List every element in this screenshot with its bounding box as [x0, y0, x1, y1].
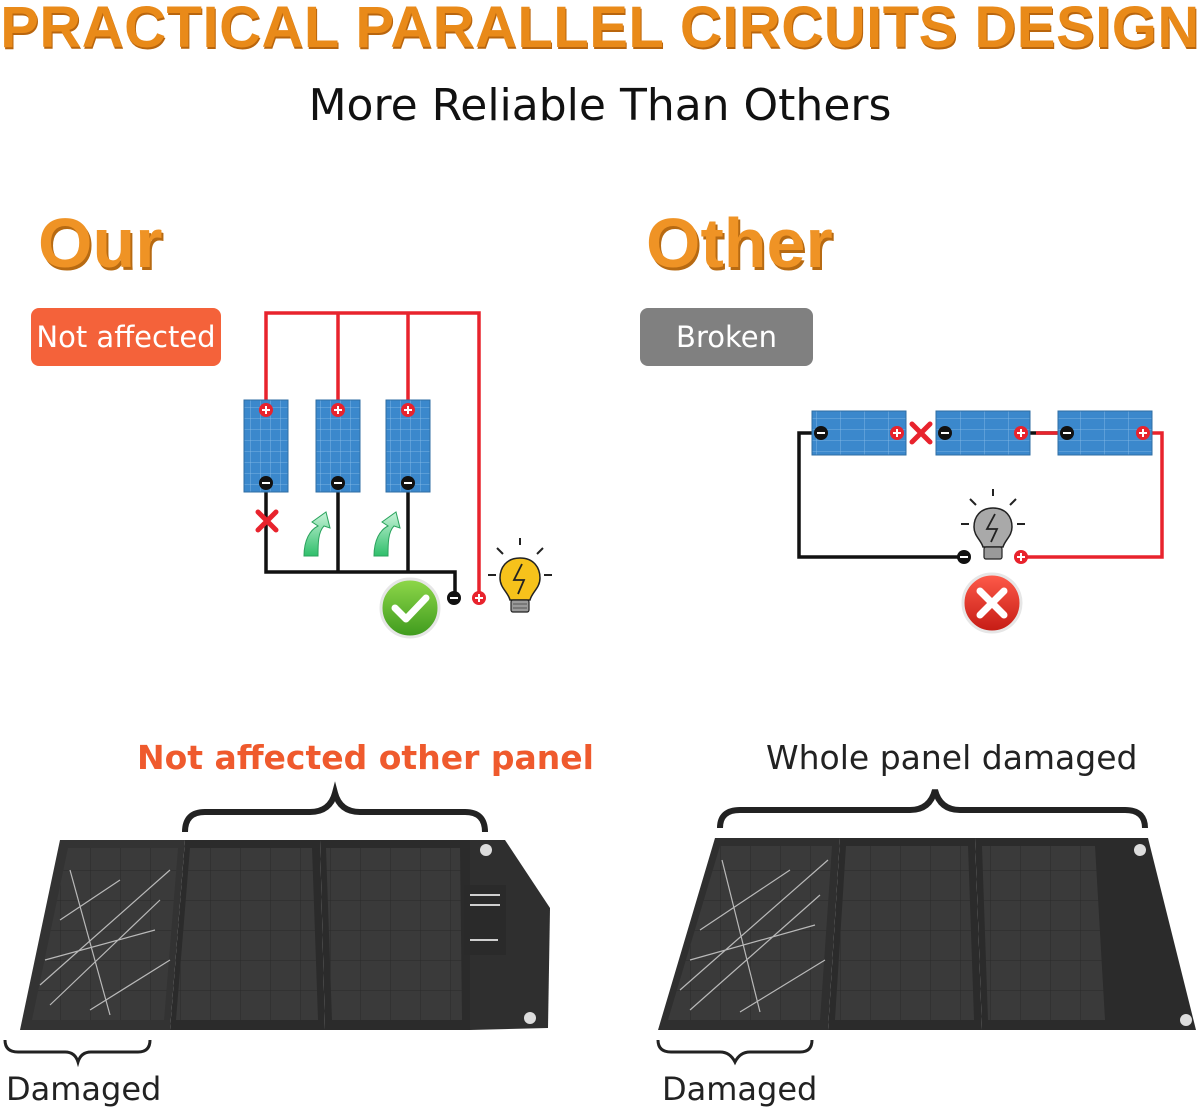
error-x-icon — [961, 572, 1023, 634]
damaged-label-right: Damaged — [662, 1070, 818, 1108]
right-panel-photo — [656, 789, 1196, 1066]
parallel-circuit — [243, 311, 552, 639]
terminal-positive-icon — [259, 403, 415, 417]
current-arrow-icon — [303, 511, 401, 557]
heading-our: Our — [38, 204, 163, 282]
caption-whole-damaged: Whole panel damaged — [766, 738, 1138, 777]
break-x-icon — [255, 509, 279, 533]
check-ok-icon — [379, 577, 441, 639]
badge-not-affected: Not affected — [31, 308, 221, 366]
terminal-negative-icon — [259, 476, 415, 490]
lightbulb-off-icon — [961, 489, 1025, 560]
badge-broken: Broken — [640, 308, 813, 366]
page-title: PRACTICAL PARALLEL CIRCUITS DESIGN — [0, 0, 1200, 60]
break-x-icon — [909, 421, 933, 445]
left-panel-photo — [3, 781, 550, 1068]
caption-not-affected: Not affected other panel — [137, 738, 594, 777]
solar-panel-icon — [811, 410, 1153, 456]
lightbulb-on-icon — [488, 538, 552, 613]
damaged-label-left: Damaged — [6, 1070, 162, 1108]
page-subtitle: More Reliable Than Others — [308, 80, 892, 131]
heading-other: Other — [646, 204, 833, 282]
terminal-negative-icon — [814, 426, 1074, 440]
series-circuit — [797, 410, 1164, 634]
terminal-positive-icon — [890, 426, 1150, 440]
